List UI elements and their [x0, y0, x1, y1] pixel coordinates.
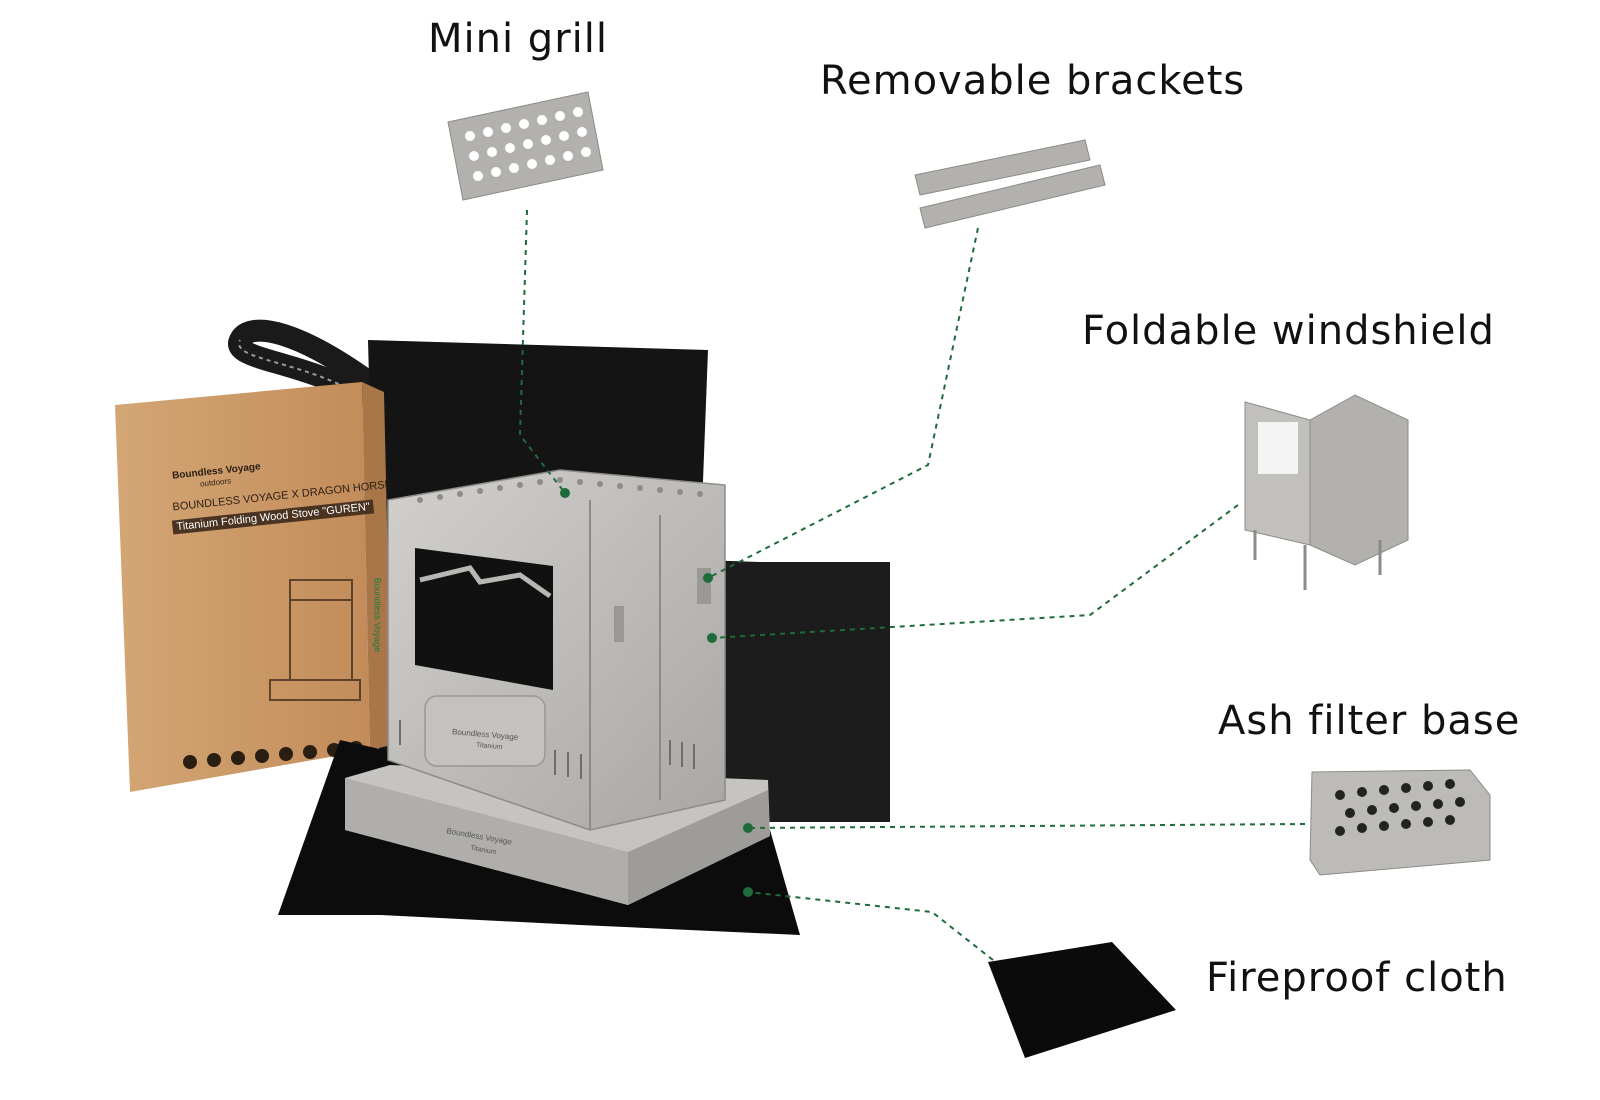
product-box [115, 382, 392, 792]
removable-brackets-part [914, 139, 1106, 229]
ash-filter-base-label: Ash filter base [1218, 698, 1521, 744]
foldable-windshield-label: Foldable windshield [1082, 308, 1495, 354]
stove-body [387, 469, 726, 831]
leader-windshield [711, 504, 1239, 639]
leader-mini-grill [518, 209, 566, 494]
bag-strap [228, 319, 391, 406]
removable-brackets-label: Removable brackets [820, 58, 1246, 104]
leader-cloth [747, 891, 994, 961]
foldable-windshield-part [1244, 394, 1409, 590]
ash-filter-base-part [1309, 769, 1491, 876]
fireproof-cloth-part [988, 942, 1176, 1058]
box-side-brand: Boundless Voyage [372, 577, 383, 653]
fireproof-cloth-label: Fireproof cloth [1206, 955, 1508, 1001]
leader-lines [518, 209, 1306, 961]
leader-dots [560, 488, 753, 897]
mini-grill-part [447, 91, 604, 201]
leader-brackets [707, 227, 979, 579]
mini-grill-label: Mini grill [428, 16, 608, 62]
leader-ash-base [747, 823, 1306, 829]
